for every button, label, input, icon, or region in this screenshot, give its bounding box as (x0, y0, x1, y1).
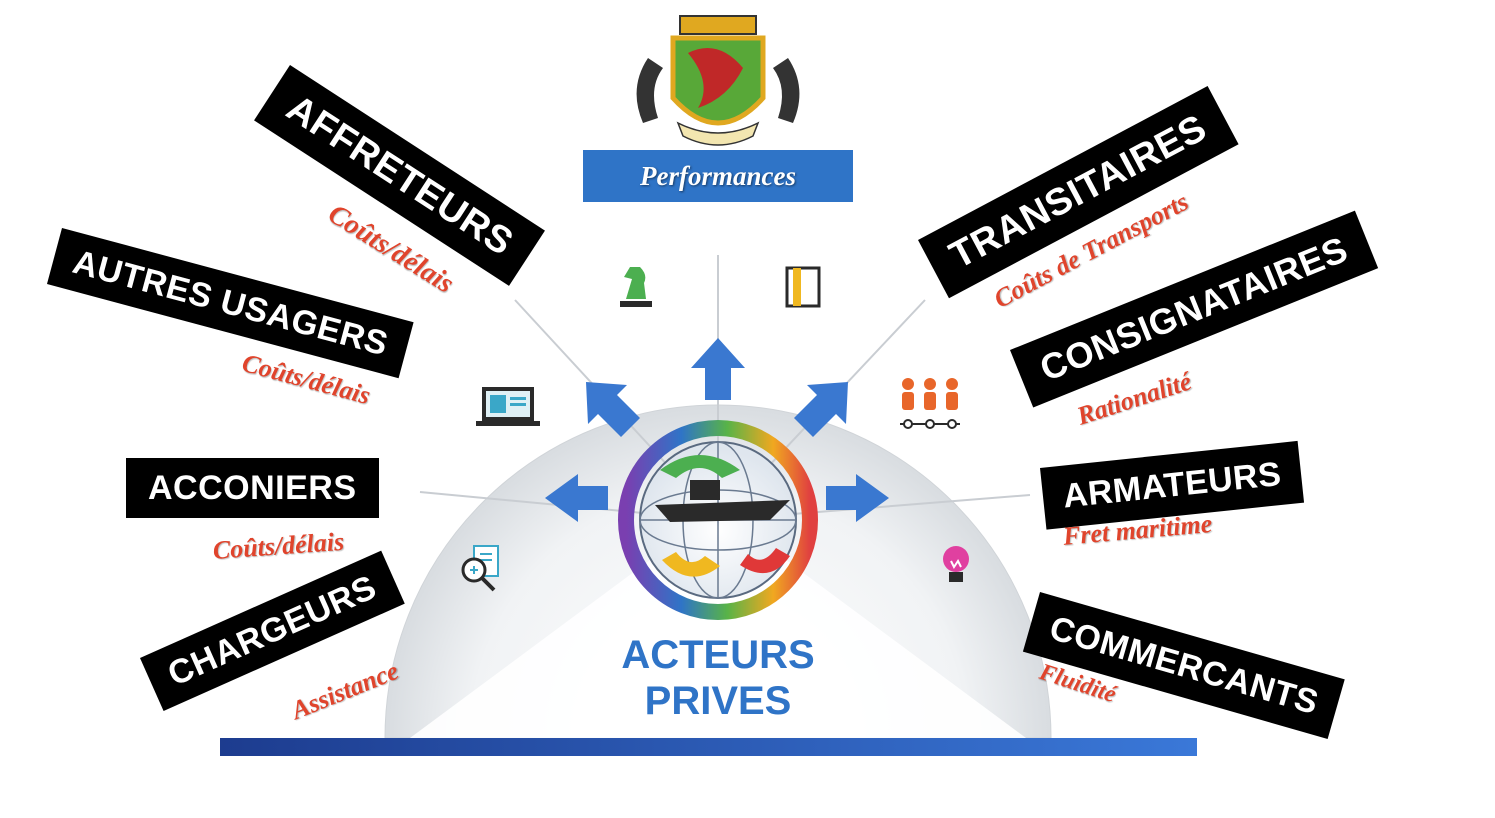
arrow-left (545, 474, 608, 522)
arrow-up (691, 338, 745, 400)
center-title: ACTEURS PRIVES (568, 632, 868, 724)
search-document-icon (461, 545, 499, 592)
lightbulb-icon (943, 546, 969, 582)
center-title-line2: PRIVES (644, 679, 792, 723)
arrows (545, 338, 889, 522)
arrow-upright (794, 382, 848, 437)
chess-knight-icon (620, 267, 652, 307)
performances-banner: Performances (583, 150, 853, 202)
color-ring (618, 420, 818, 620)
bottom-bar (220, 738, 1197, 756)
laptop-icon (476, 387, 540, 426)
ship-icon (655, 500, 790, 522)
book-icon (785, 266, 821, 308)
arrow-upleft (586, 382, 640, 437)
arrow-right (826, 474, 889, 522)
center-title-line1: ACTEURS (621, 633, 815, 677)
label-acconiers: ACCONIERS (126, 458, 379, 518)
coat-of-arms (636, 15, 800, 146)
people-network-icon (900, 378, 960, 429)
center-wedge (410, 560, 1026, 738)
